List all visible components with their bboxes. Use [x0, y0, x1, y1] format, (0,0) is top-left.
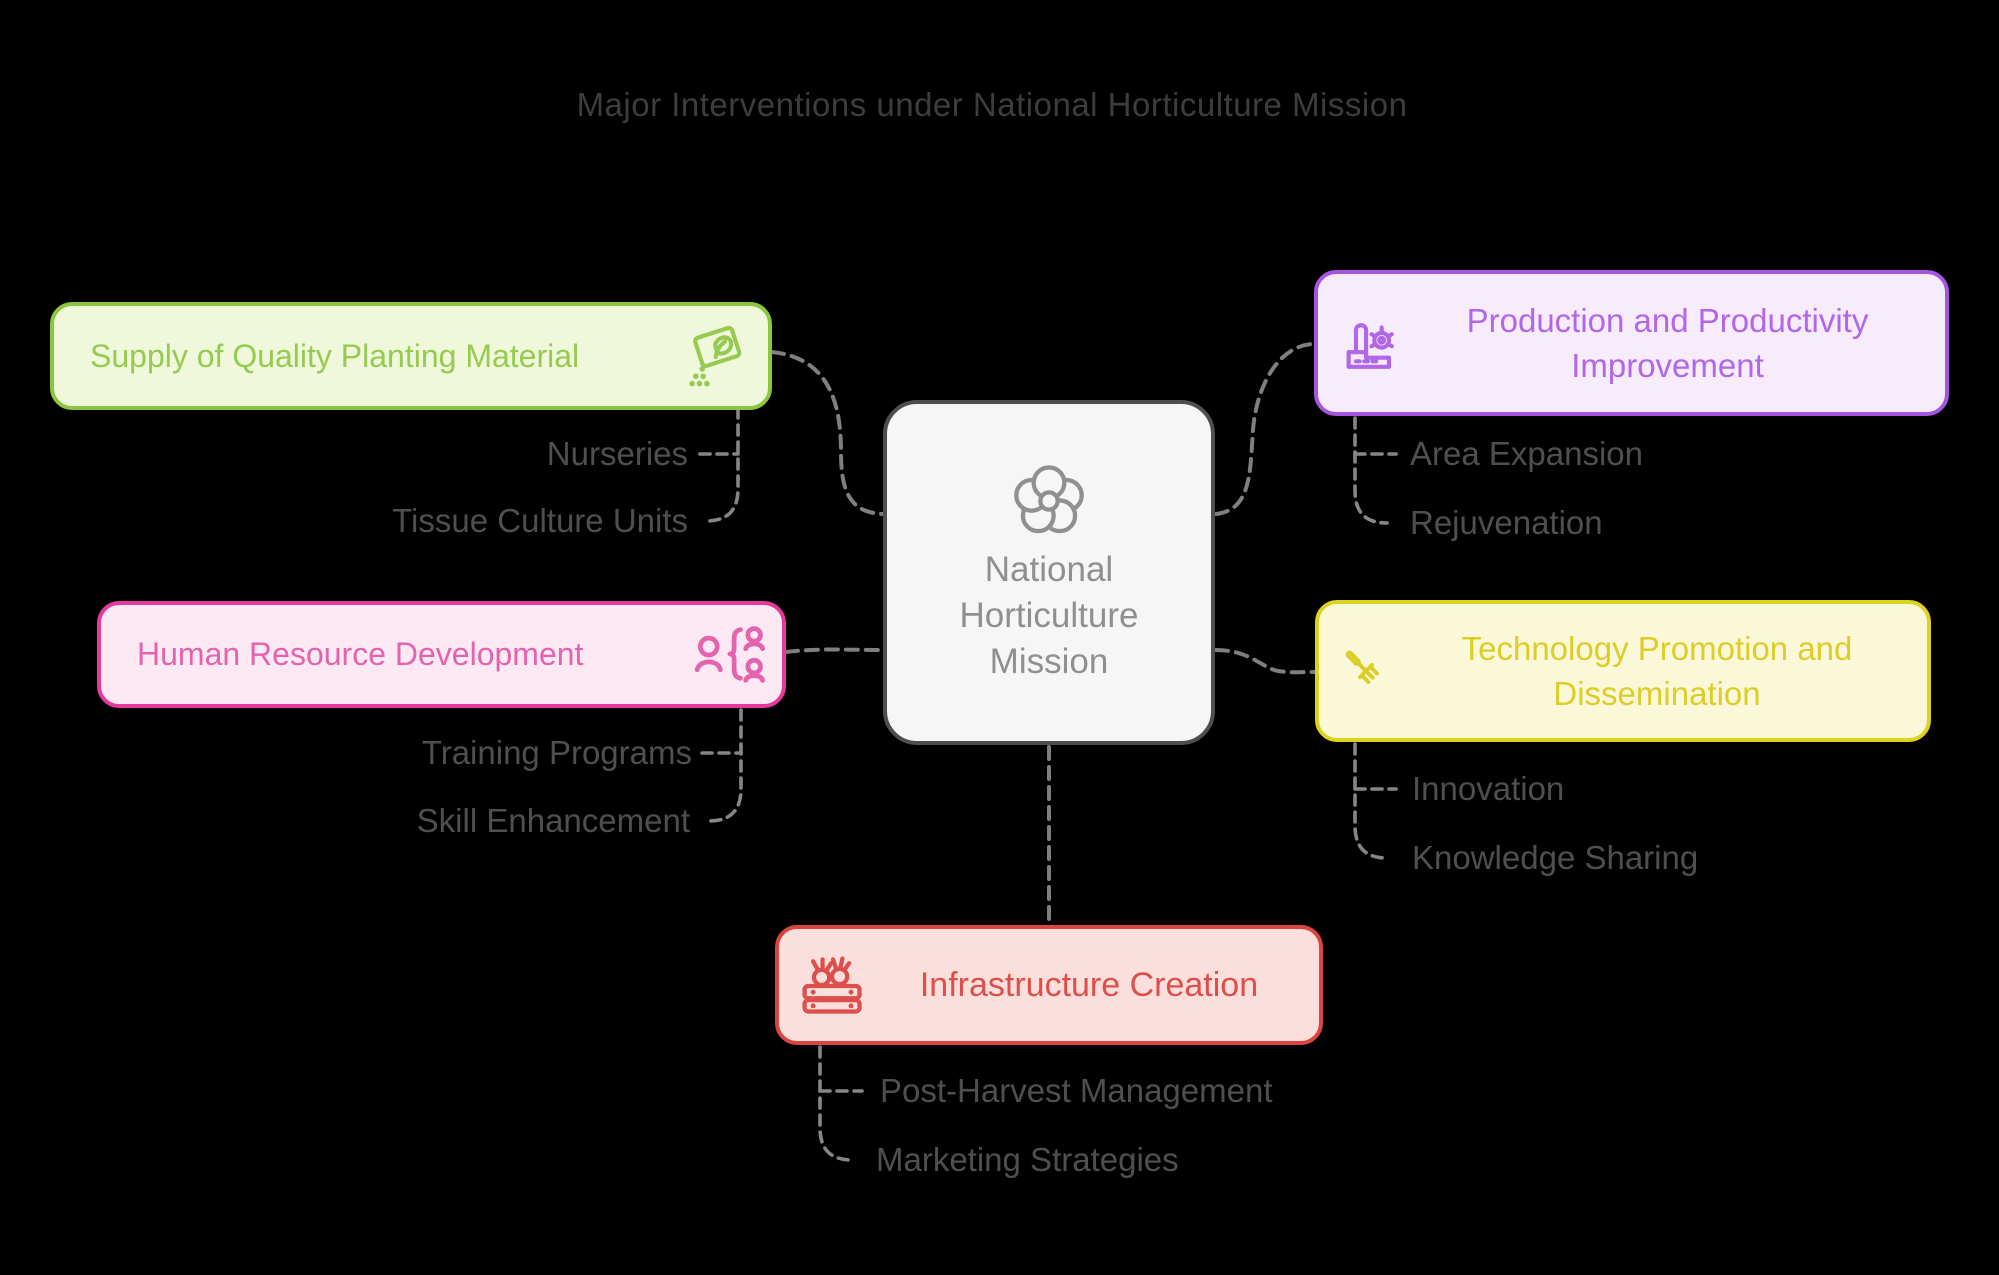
center-line-3: Mission [989, 641, 1109, 681]
child-label-marketing-strategies: Marketing Strategies [876, 1141, 1179, 1178]
center-line-2: Horticulture [959, 595, 1139, 635]
people-hierarchy-icon [694, 621, 770, 689]
child-label-knowledge-sharing: Knowledge Sharing [1412, 839, 1699, 876]
child-label-rejuvenation: Rejuvenation [1410, 504, 1603, 541]
child-label-nurseries: Nurseries [546, 435, 688, 472]
branch-label: Production and Productivity Improvement [1466, 302, 1869, 384]
diagram-title: Major Interventions under National Horti… [576, 86, 1408, 123]
center-line-1: National [984, 549, 1114, 589]
child-label-innovation: Innovation [1412, 770, 1565, 807]
branch-node-human-resource-development: Human Resource Development [97, 601, 786, 708]
link-infra-children [818, 1045, 854, 1162]
branch-node-production-productivity: Production and Productivity Improvement [1314, 270, 1949, 416]
vegetable-crate-icon [797, 950, 869, 1020]
branch-label: Infrastructure Creation [919, 965, 1259, 1004]
child-label-post-harvest-management: Post-Harvest Management [880, 1072, 1273, 1109]
branch-node-planting-material: Supply of Quality Planting Material [50, 302, 772, 410]
child-label-area-expansion: Area Expansion [1410, 435, 1643, 472]
link-technology-children [1353, 742, 1389, 860]
link-planting-center [770, 350, 884, 516]
link-center-production [1214, 342, 1315, 516]
child-label-tissue-culture-units: Tissue Culture Units [392, 502, 688, 539]
branch-label: Supply of Quality Planting Material [90, 337, 580, 374]
rake-icon [1335, 640, 1397, 702]
branch-label: Technology Promotion and Dissemination [1461, 630, 1853, 712]
center-node-label: National Horticulture Mission [960, 547, 1139, 685]
link-hrd-center [784, 647, 884, 654]
branch-label: Human Resource Development [137, 636, 584, 672]
seed-packet-icon [682, 320, 752, 392]
link-production-children [1353, 416, 1389, 525]
link-center-technology [1214, 648, 1316, 675]
branch-node-technology-promotion: Technology Promotion and Dissemination [1315, 600, 1931, 742]
center-node-national-horticulture-mission: National Horticulture Mission [883, 400, 1215, 745]
link-planting-children [704, 406, 740, 523]
child-label-skill-enhancement: Skill Enhancement [416, 802, 690, 839]
flower-icon [1003, 461, 1095, 541]
child-label-training-programs: Training Programs [421, 734, 692, 771]
branch-node-infrastructure-creation: Infrastructure Creation [775, 925, 1323, 1045]
factory-icon [1334, 310, 1400, 376]
link-hrd-children [707, 708, 743, 823]
